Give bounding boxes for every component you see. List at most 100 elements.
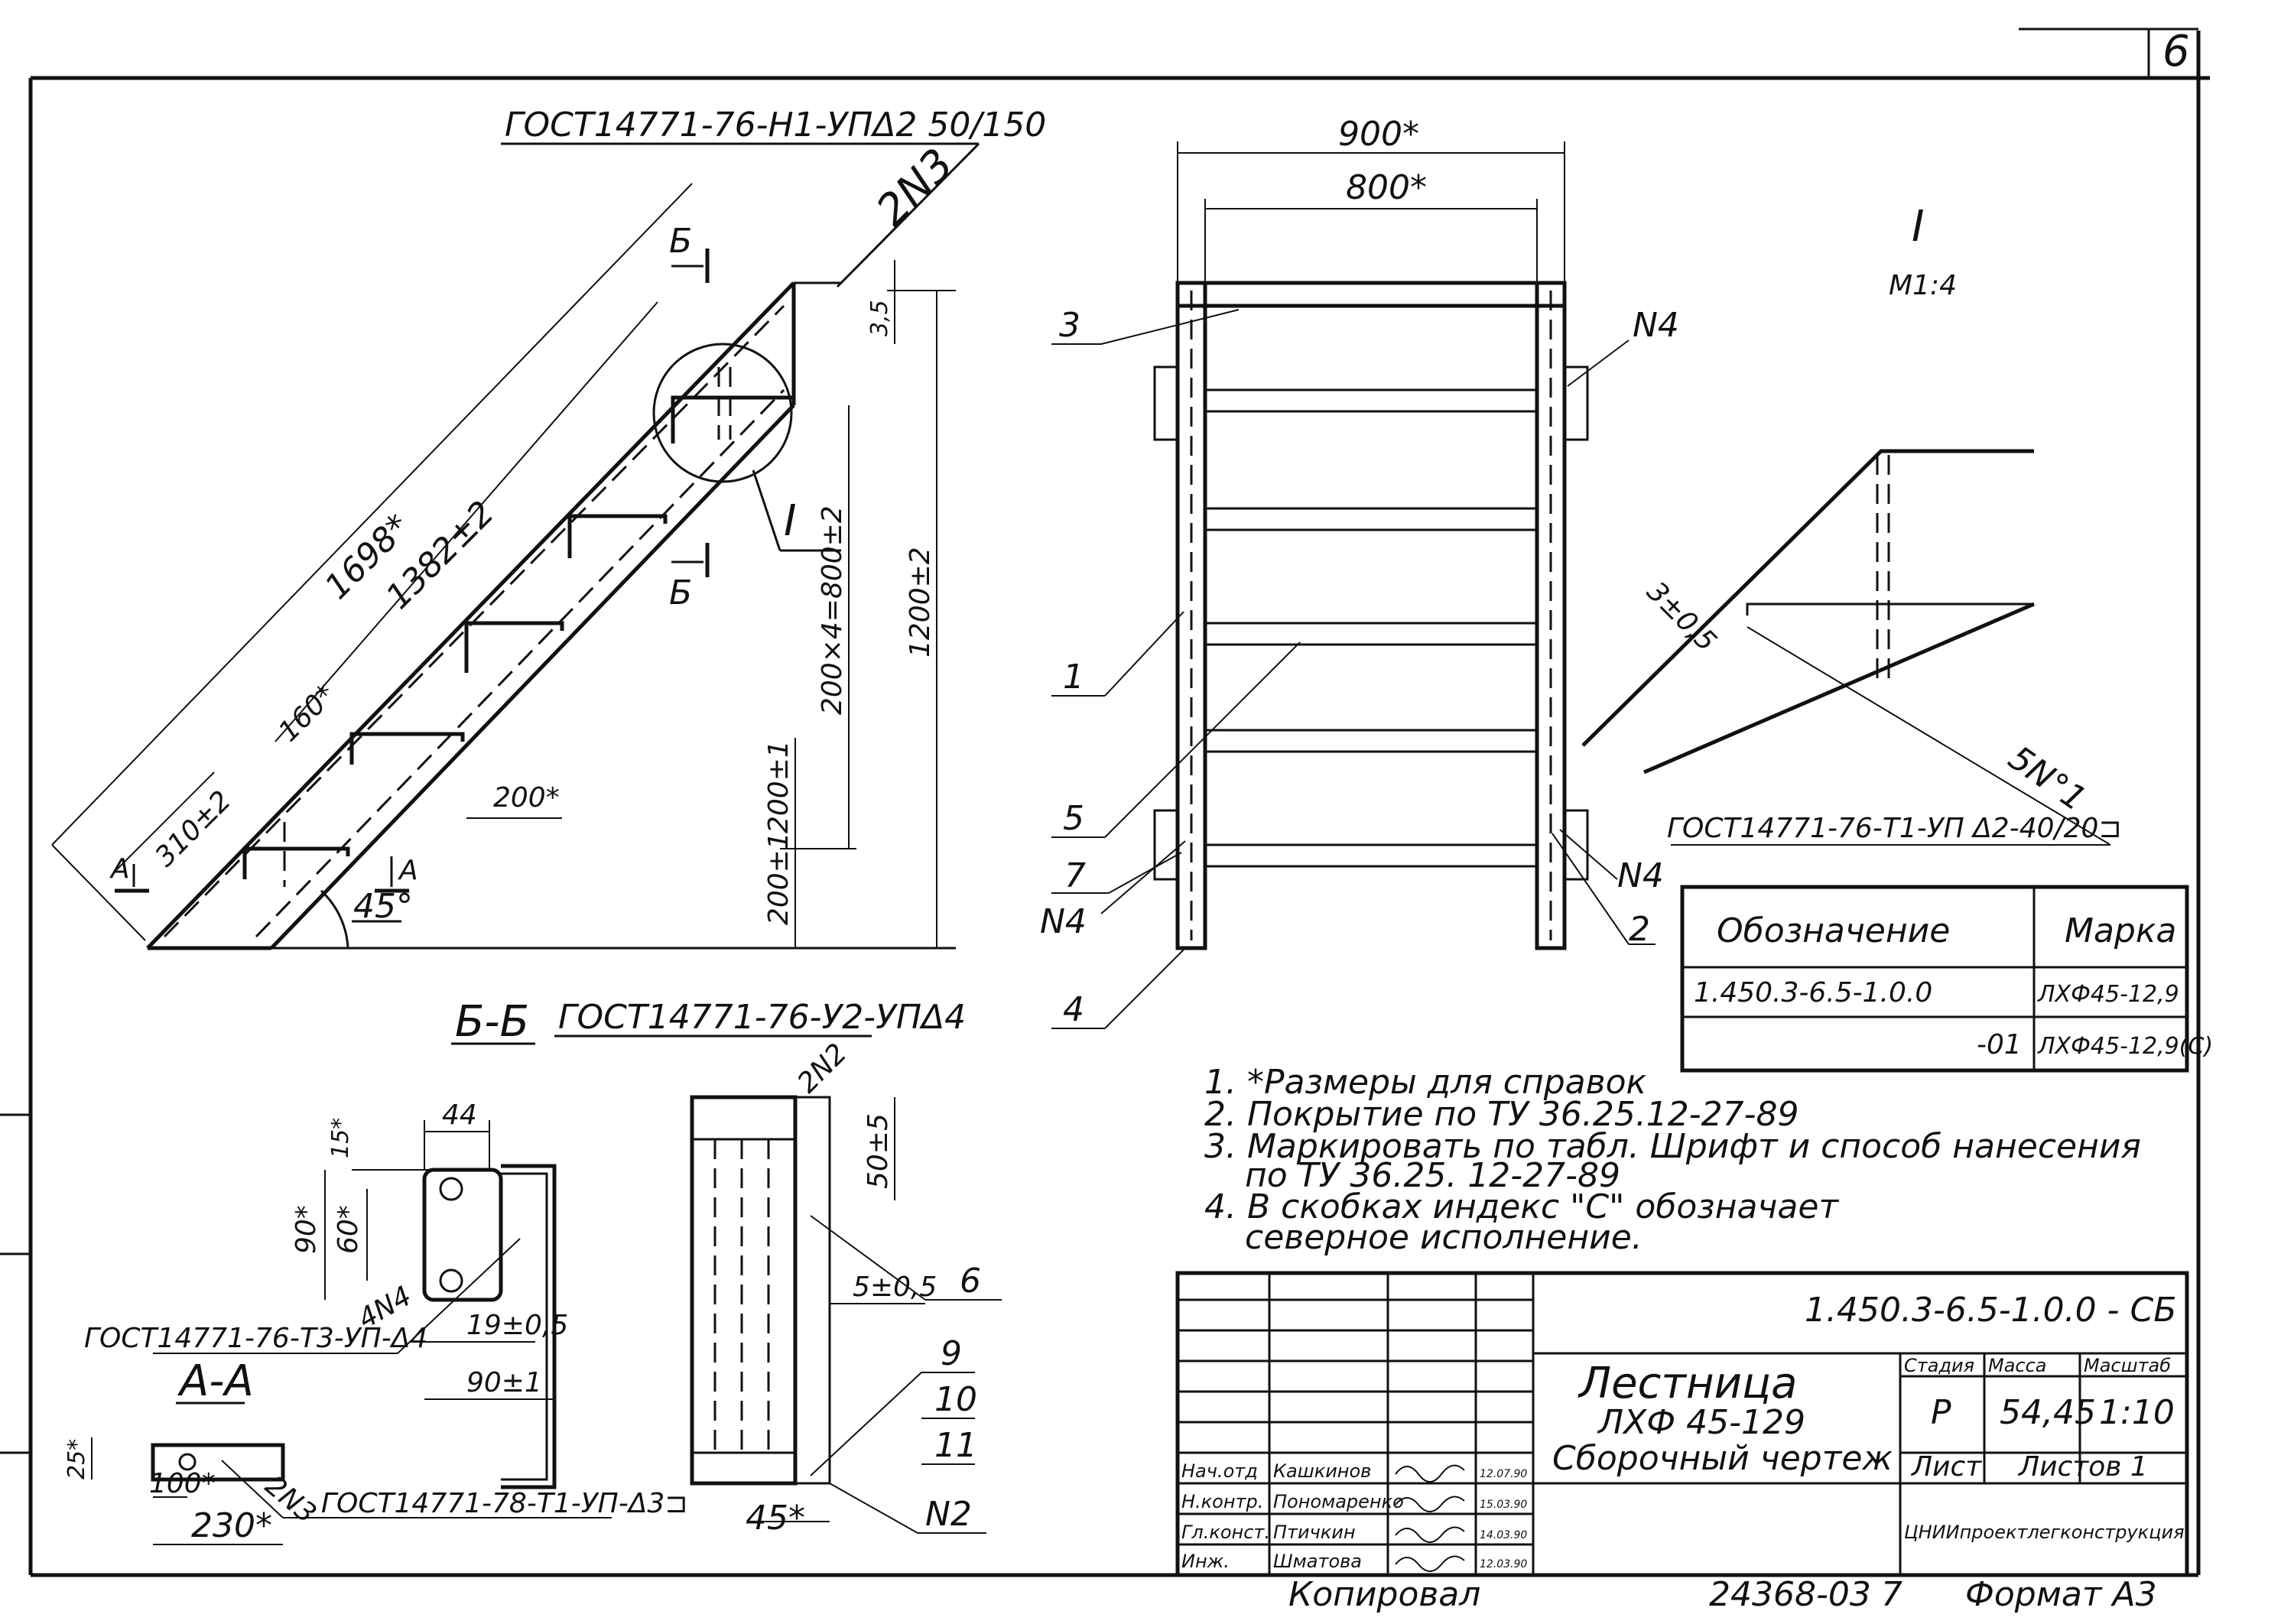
- detail-scale: М1:4: [1889, 270, 1957, 301]
- callout-5: 5: [1063, 799, 1084, 838]
- staff-date-3: 14.03.90: [1480, 1529, 1527, 1541]
- dim-200-1a: 200±1: [763, 740, 794, 833]
- callout-3: 3: [1059, 306, 1080, 345]
- section-aa: А-А 25* 100* 230* 2N3 ГОСТ14771-78-Т1-УП…: [63, 1356, 687, 1545]
- gost-top-label: ГОСТ14771-76-Н1-УПΔ2 50/150: [505, 106, 1046, 145]
- marking-table: Обозначение Марка 1.450.3-6.5-1.0.0 ЛХФ4…: [1680, 885, 2213, 1073]
- title-block: 1.450.3-6.5-1.0.0 - СБ Лестница ЛХФ 45-1…: [1175, 1271, 2189, 1577]
- dim-200x4: 200×4=800±2: [817, 505, 848, 715]
- page-number: 6: [2162, 27, 2190, 76]
- signature-1: [1395, 1464, 1465, 1483]
- footer-number: 7: [1881, 1575, 1902, 1614]
- detail-title: I: [1912, 202, 1925, 252]
- side-dim-45: 45*: [746, 1499, 805, 1538]
- staff-name-1: Кашкинов: [1273, 1460, 1371, 1482]
- dim-800: 800*: [1346, 168, 1427, 207]
- signature-3: [1395, 1526, 1465, 1543]
- footer-format: Формат А3: [1965, 1575, 2157, 1614]
- doc-code: 1.450.3-6.5-1.0.0 - СБ: [1805, 1291, 2176, 1330]
- side-callout-11: 11: [934, 1426, 977, 1465]
- side-callout-6: 6: [960, 1262, 981, 1301]
- title-name-3: Сборочный чертеж: [1552, 1439, 1893, 1478]
- table-row-2-designation: -01: [1977, 1029, 2022, 1060]
- staff-name-4: Шматова: [1273, 1551, 1362, 1572]
- aa-dim-230: 230*: [191, 1506, 272, 1545]
- staff-date-1: 12.07.90: [1480, 1468, 1527, 1480]
- org-name: ЦНИИпроектлегконструкция: [1904, 1522, 2185, 1543]
- detail-gost: ГОСТ14771-76-Т1-УП Δ2-40/20⊐: [1667, 813, 2122, 844]
- side-section: 2N2 50±5 5±0,5 6 9 10 11 N2 45*: [690, 1038, 1002, 1538]
- mass-value: 54,45: [2000, 1393, 2096, 1432]
- section-b-bottom: Б: [669, 573, 692, 612]
- detail-view: I М1:4 3±0,5 5N°1 ГОСТ14771-76-Т1-УП Δ2-…: [1581, 202, 2122, 846]
- detail-ref-label: I: [784, 496, 797, 546]
- side-dim-5: 5±0,5: [853, 1272, 937, 1303]
- n4-right-bottom: N4: [1617, 856, 1664, 895]
- dim-900: 900*: [1338, 115, 1419, 154]
- note-2: 2. Покрытие по ТУ 36.25.12-27-89: [1204, 1095, 1799, 1134]
- section-a-left: А: [109, 853, 130, 885]
- n4-right-top: N4: [1633, 306, 1679, 345]
- side-callout-9: 9: [941, 1334, 962, 1373]
- dim-3-5: 3,5: [866, 300, 893, 336]
- bb-dim-44: 44: [442, 1099, 477, 1131]
- bb-dim-60: 60*: [333, 1205, 364, 1254]
- staff-name-2: Пономаренко: [1273, 1491, 1404, 1512]
- mass-label: Масса: [1988, 1355, 2047, 1376]
- bb-gost-t3: ГОСТ14771-76-Т3-УП-Δ4: [84, 1323, 427, 1354]
- table-row-1-designation: 1.450.3-6.5-1.0.0: [1694, 977, 1932, 1009]
- callout-7: 7: [1064, 856, 1086, 895]
- table-row-2-mark: ЛХФ45-12,9(С): [2037, 1033, 2213, 1060]
- signature-2: [1395, 1496, 1465, 1512]
- signature-4: [1395, 1555, 1465, 1572]
- note-1: 1. *Размеры для справок: [1204, 1063, 1646, 1102]
- weld-2n3-label: 2N3: [867, 139, 963, 235]
- bb-dim-19: 19±0,5: [466, 1310, 568, 1341]
- side-dim-50: 50±5: [863, 1113, 894, 1189]
- dim-310: 310±2: [149, 785, 237, 873]
- section-bb: Б-Б ГОСТ14771-76-У2-УПΔ4 44 15* 90* 60* …: [84, 997, 966, 1489]
- side-weld-2n2: 2N2: [791, 1038, 853, 1099]
- side-callout-n2: N2: [925, 1495, 972, 1534]
- footer-copied: Копировал: [1288, 1575, 1480, 1614]
- dim-200-1b: 200±1: [763, 832, 794, 925]
- sheets-label: Листов 1: [2017, 1451, 2148, 1483]
- note-4-cont: северное исполнение.: [1245, 1218, 1643, 1257]
- stage-value: Р: [1931, 1393, 1951, 1432]
- dim-1382: 1382±2: [379, 494, 502, 617]
- bb-dim-90-1: 90±1: [466, 1367, 542, 1398]
- callout-1: 1: [1063, 658, 1084, 697]
- section-bb-title: Б-Б: [455, 997, 529, 1047]
- aa-gost: ГОСТ14771-78-Т1-УП-Δ3⊐: [321, 1488, 687, 1519]
- title-name-2: ЛХФ 45-129: [1597, 1403, 1805, 1442]
- bb-dim-90: 90*: [291, 1205, 322, 1254]
- bb-dim-15: 15*: [327, 1118, 354, 1158]
- title-name-1: Лестница: [1578, 1359, 1797, 1408]
- n4-left-label: N4: [1040, 902, 1087, 941]
- sheet-footer: Копировал 24368-03 7 Формат А3: [1288, 1575, 2157, 1614]
- section-a-right: А: [398, 855, 418, 886]
- stage-label: Стадия: [1904, 1355, 1974, 1376]
- note-3: 3. Маркировать по табл. Шрифт и способ н…: [1204, 1127, 2141, 1166]
- detail-dim-3: 3±0,5: [1640, 576, 1722, 658]
- main-side-view: I 45° ГОСТ14771-76-Н1-УПΔ2 50/150 2N3 16…: [51, 106, 1046, 950]
- section-aa-title: А-А: [177, 1356, 254, 1406]
- table-header-designation: Обозначение: [1717, 911, 1950, 950]
- staff-role-1: Нач.отд: [1181, 1460, 1258, 1482]
- table-row-1-mark: ЛХФ45-12,9: [2037, 981, 2179, 1008]
- staff-role-4: Инж.: [1181, 1551, 1230, 1572]
- sheet-label: Лист: [1910, 1451, 1982, 1483]
- aa-dim-100: 100*: [149, 1468, 216, 1499]
- side-callout-10: 10: [934, 1380, 977, 1419]
- angle-label: 45°: [353, 887, 413, 926]
- note-3-cont: по ТУ 36.25. 12-27-89: [1245, 1156, 1620, 1195]
- dim-1200: 1200±2: [905, 547, 936, 658]
- section-bb-gost: ГОСТ14771-76-У2-УПΔ4: [558, 998, 966, 1037]
- aa-dim-25: 25*: [63, 1439, 90, 1479]
- dim-160: 160*: [273, 679, 342, 748]
- staff-date-2: 15.03.90: [1480, 1499, 1527, 1511]
- table-header-mark: Марка: [2065, 911, 2176, 950]
- staff-role-3: Гл.конст.: [1181, 1522, 1270, 1543]
- front-view: 900* 800* 3 1 5 7 N4 4 2 N4 N4: [1040, 115, 1679, 1029]
